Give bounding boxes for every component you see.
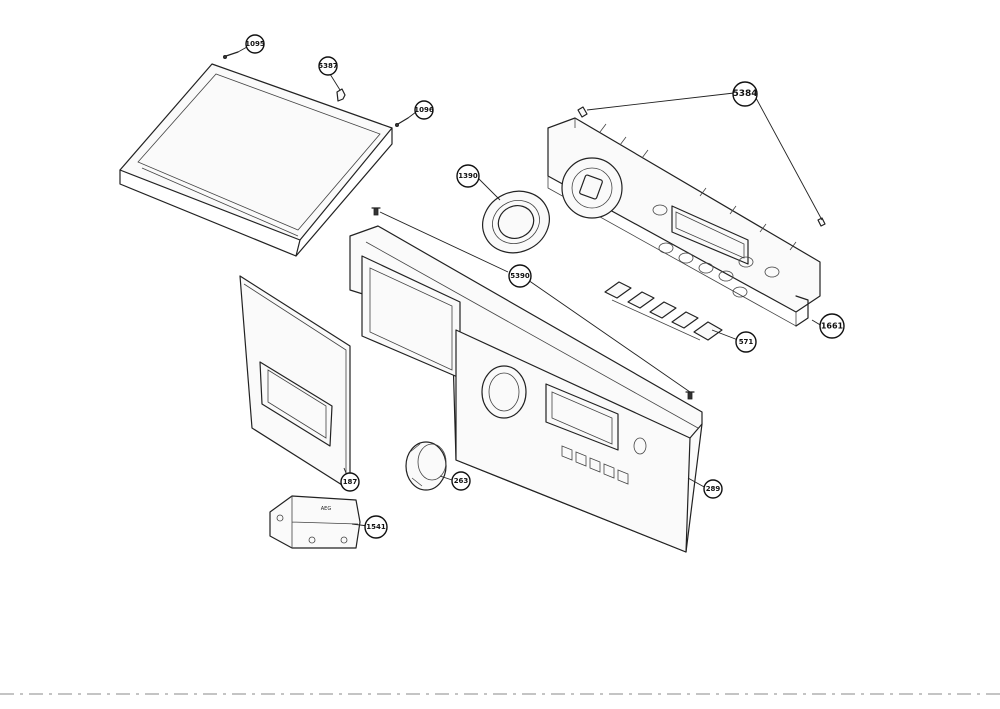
callout-1095: 1095 [245,34,265,54]
button-strip [604,281,723,341]
screw-5384-left [577,106,588,118]
svg-text:289: 289 [706,485,721,493]
callout-263: 263 [451,471,471,491]
panel-logo: AEG [321,506,332,512]
svg-text:263: 263 [454,477,469,485]
program-knob [405,441,447,491]
callout-5390: 5390 [508,264,532,288]
svg-text:1541: 1541 [366,523,386,531]
callout-571: 571 [735,331,757,353]
svg-text:571: 571 [739,338,754,346]
callout-5387: 5387 [318,56,338,76]
callout-1096: 1096 [414,100,434,120]
control-board [547,117,821,327]
callout-289: 289 [703,479,723,499]
svg-text:5387: 5387 [318,62,338,70]
svg-text:187: 187 [343,478,358,486]
svg-text:1661: 1661 [821,322,844,331]
screw-1096 [394,117,409,128]
svg-text:1096: 1096 [414,106,434,114]
screw-5390-top [371,207,381,216]
svg-text:5384: 5384 [732,89,757,99]
clip-5387 [336,88,346,102]
top-lid [119,63,393,257]
callout-187: 187 [340,472,360,492]
selector-ring [482,190,550,254]
screw-1095 [222,51,239,60]
callout-5384: 5384 [732,81,758,107]
leader-lines [237,46,823,527]
svg-text:1390: 1390 [458,172,478,180]
svg-text:5390: 5390 [510,272,530,280]
callout-1390: 1390 [456,164,480,188]
control-panel [349,225,703,553]
callout-1541: 1541 [364,515,388,539]
svg-text:1095: 1095 [245,40,265,48]
screw-5390-bottom [685,391,695,400]
bracket: AEG [269,495,361,549]
drawer-front [239,275,351,491]
callout-1661: 1661 [819,313,845,339]
screw-5384-right [817,217,826,227]
